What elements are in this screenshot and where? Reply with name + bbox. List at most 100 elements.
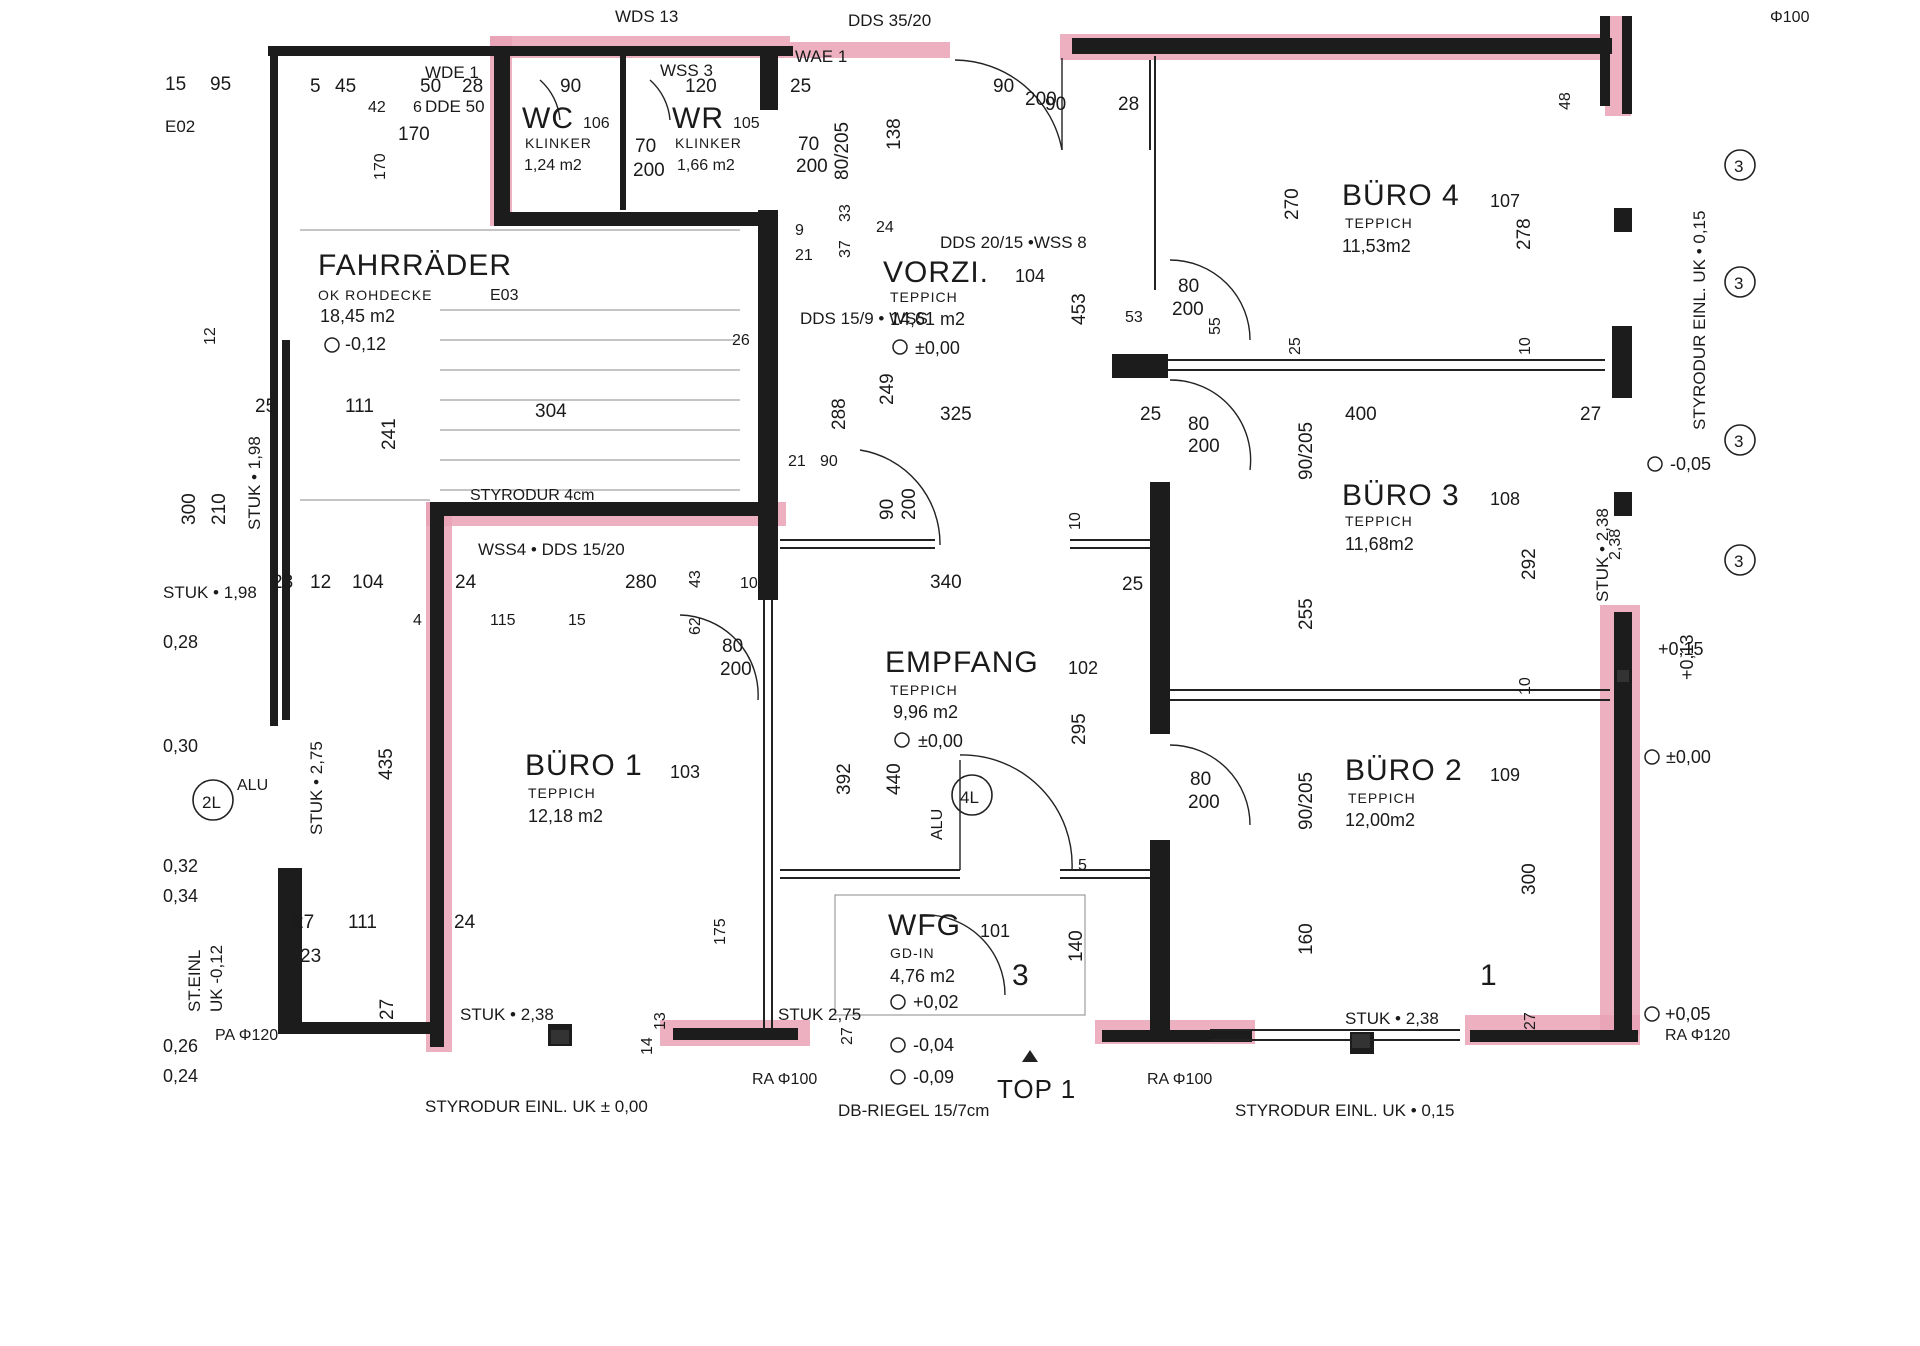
dim: 111 [348,912,377,933]
door-width: 80 [1190,769,1211,790]
walls [268,16,1638,1054]
room-number: 101 [980,921,1010,941]
note-wss4: WSS4 • DDS 15/20 [478,540,625,559]
dim: 170 [372,153,389,180]
dim: 25 [1287,337,1304,355]
dim: 62 [687,617,704,635]
room-number: 108 [1490,489,1520,509]
axis-3-d: 3 [1734,552,1743,571]
room-code: E03 [490,287,519,304]
door-height: 200 [633,160,665,181]
dim: 10 [1517,677,1534,695]
note-e02: E02 [165,117,195,136]
dim: 80/205 [832,122,853,180]
dim: 10 [740,575,758,592]
level-minus009: -0,09 [913,1067,954,1087]
dim: 210 [209,493,230,525]
room-floor: TEPPICH [890,682,958,698]
note-alu-2: ALU [929,809,946,840]
dim: 27 [377,999,398,1020]
room-floor: OK ROHDECKE [318,287,432,303]
room-number: 105 [733,115,760,132]
room-empfang: EMPFANG 102 TEPPICH 9,96 m2 ±0,00 [885,646,1098,751]
dim: 4 [413,612,422,629]
dim: 104 [352,572,384,593]
note-db-riegel: DB-RIEGEL 15/7cm [838,1101,989,1120]
note-ra120: RA Φ120 [1665,1027,1730,1044]
dim: 138 [884,118,905,150]
room-name: WR [672,102,724,135]
note-styrodur: STYRODUR 4cm [470,487,594,504]
level-030: 0,30 [163,736,198,756]
dim: 90/205 [1296,422,1317,480]
dim: 300 [179,493,200,525]
room-area: 18,45 m2 [320,306,395,326]
room-number: 103 [670,762,700,782]
dim: 90 [1045,94,1066,115]
note-uk-012: UK -0,12 [207,945,226,1012]
door-width: 70 [635,136,656,157]
dim: 140 [1066,930,1087,962]
section-3: 3 [1012,959,1030,992]
dim: 24 [455,572,477,593]
level-pm000: ±0,00 [1666,747,1711,767]
dim: 55 [1207,317,1224,335]
level-024: 0,24 [163,1066,198,1086]
room-vorzi: VORZI. 104 TEPPICH 14,61 m2 ±0,00 [883,256,1045,358]
room-area: 14,61 m2 [890,309,965,329]
axis-3-a: 3 [1734,157,1743,176]
room-buero1: BÜRO 1 103 TEPPICH 12,18 m2 [525,749,700,826]
dim: 170 [398,124,430,145]
room-area: 9,96 m2 [893,702,958,722]
level-034: 0,34 [163,886,198,906]
level-minus004: -0,04 [913,1035,954,1055]
dim: 27 [1580,404,1601,425]
note-stuk-238-v: STUK • 2,38 [1593,508,1612,602]
room-floor: TEPPICH [1348,790,1416,806]
note-styrodur-einl-bl: STYRODUR EINL. UK ± 0,00 [425,1097,648,1116]
note-top-dds: DDS 35/20 [848,11,931,30]
dim: 95 [210,74,231,95]
dim: 21 [795,247,813,264]
dim: 9 [795,222,804,239]
axis-3-b: 3 [1734,274,1743,293]
room-name: WC [522,102,574,135]
dim: 90/205 [1296,772,1317,830]
dim: 15 [568,612,586,629]
room-name: FAHRRÄDER [318,249,512,282]
dim: 33 [837,204,854,222]
dim: 200 [899,488,920,520]
dim: 90 [820,453,838,470]
dim: 12 [202,327,219,345]
dim: 2,38 [1607,529,1624,560]
dim: 26 [732,332,750,349]
note-wae: WAE 1 [795,47,847,66]
dim: 48 [1557,92,1574,110]
dim: 24 [454,912,476,933]
room-area: 12,00m2 [1345,810,1415,830]
dim: 27 [293,912,314,933]
room-name: EMPFANG [885,646,1039,679]
room-area: 1,66 m2 [677,157,735,174]
note-stuk-275: STUK 2,75 [778,1005,861,1024]
note-alu: ALU [237,777,268,794]
dim: 25 [1122,574,1143,595]
level-plus015: +0,15 [1658,639,1704,659]
note-stuk-238-left: STUK • 2,38 [460,1005,554,1024]
room-area: 11,53m2 [1342,236,1411,256]
dim: 292 [1519,548,1540,580]
dim: 50 [420,76,441,97]
dim: 45 [335,76,356,97]
dim: 23 [300,946,321,967]
note-stuk-198: STUK • 1,98 [163,583,257,602]
door-height: 200 [1025,89,1057,110]
level-minus005: -0,05 [1670,454,1711,474]
note-pa120: PA Φ120 [215,1027,278,1044]
room-name: BÜRO 2 [1345,754,1463,787]
level-plus013: +0,13 [1677,634,1697,680]
level-032: 0,32 [163,856,198,876]
dim: 15 [165,74,186,95]
door-swings [539,58,1252,996]
room-name: BÜRO 3 [1342,479,1460,512]
section-1: 1 [1480,959,1498,992]
